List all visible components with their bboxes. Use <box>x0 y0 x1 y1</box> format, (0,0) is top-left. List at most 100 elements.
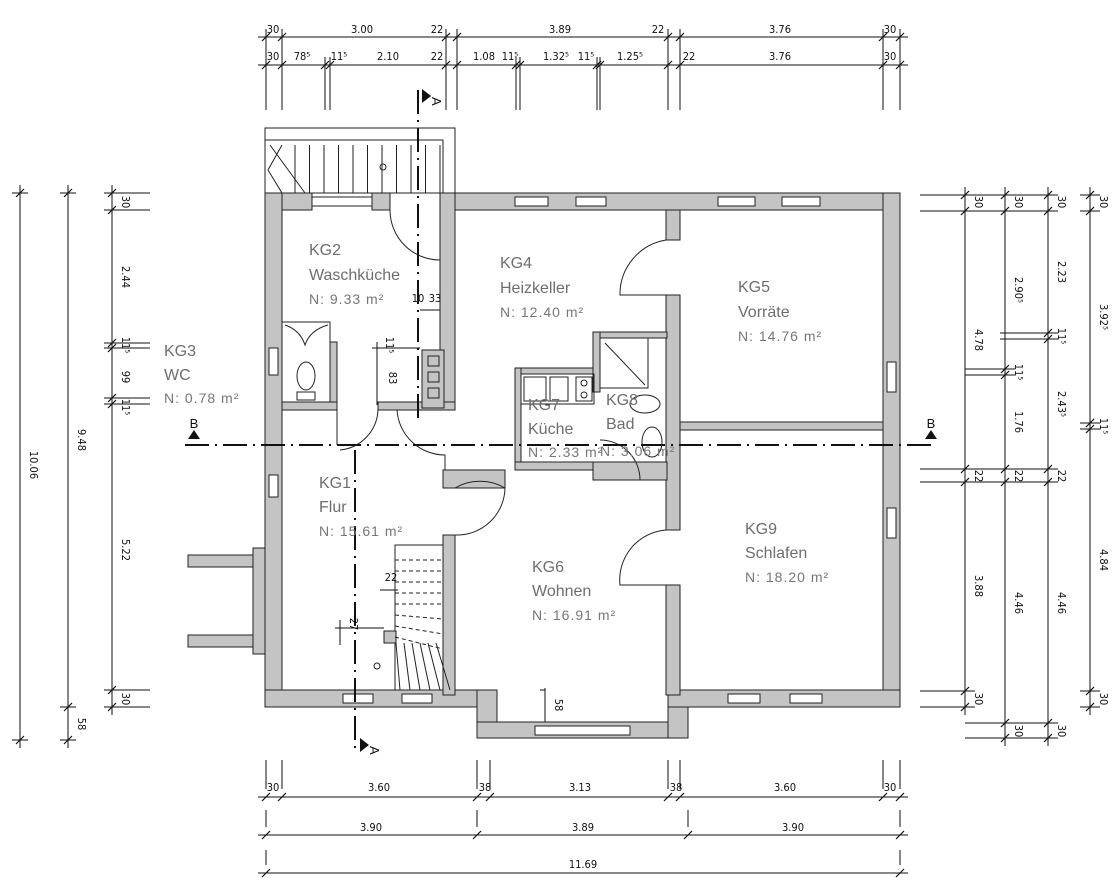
room-name: Küche <box>528 421 573 438</box>
room-name: Flur <box>319 499 347 516</box>
dim-label: 30 <box>884 23 897 36</box>
dimension-tick <box>675 792 685 802</box>
dim-label: 2.23 <box>1055 261 1068 283</box>
room-area: N: 14.76 m² <box>738 328 822 344</box>
dimension-tick <box>485 792 495 802</box>
dim-label: 78⁵ <box>294 50 311 63</box>
section-label-b-right: B <box>927 416 936 431</box>
stair-tread <box>403 642 411 691</box>
dim-label: 22 <box>385 571 398 584</box>
room-id: KG3 <box>164 343 196 360</box>
section-marker-a-bottom <box>360 738 369 752</box>
dim-label: 30 <box>1012 196 1025 209</box>
dim-label: 3.92⁵ <box>1097 304 1110 330</box>
dim-label: 30 <box>1012 725 1025 738</box>
dim-label: 1.08 <box>473 50 495 63</box>
room-id: KG1 <box>319 475 351 492</box>
dim-label: 3.13 <box>569 781 591 794</box>
room-name: Vorräte <box>738 304 790 321</box>
dimension-tick <box>277 792 287 802</box>
room-name: Waschküche <box>309 267 400 284</box>
dim-label: 83 <box>386 372 399 385</box>
dim-label: 30 <box>119 693 132 706</box>
dimension-tick <box>472 792 482 802</box>
interior-stair <box>373 544 451 691</box>
stair-tread <box>395 642 401 691</box>
dim-label: 30 <box>267 23 280 36</box>
dim-label: 2.43⁵ <box>1055 391 1068 417</box>
dim-label: 9.48 <box>75 429 88 451</box>
room-area: N: 9.33 m² <box>309 291 384 307</box>
doors <box>336 209 667 586</box>
room-area: N: 15.61 m² <box>319 523 403 539</box>
dim-label: 38 <box>479 781 492 794</box>
dim-label: 2.90⁵ <box>1012 277 1025 303</box>
stair-tread <box>435 642 451 691</box>
dim-label: 30 <box>1097 693 1110 706</box>
stair-tread <box>394 636 444 650</box>
section-label-a-top: A <box>429 97 444 106</box>
dim-label: 30 <box>1055 725 1068 738</box>
dimension-texts: 30 3.00 22 3.89 22 3.76 30 30 78⁵ 11⁵ 2.… <box>267 23 897 871</box>
dimension-tick <box>261 868 271 878</box>
dimension-tick <box>895 792 905 802</box>
dim-label: 1.32⁵ <box>543 50 569 63</box>
dim-label: 2.44 <box>119 266 132 288</box>
dim-label: 11.69 <box>569 858 597 871</box>
stair-tread <box>411 642 421 691</box>
section-marker-b-left <box>188 430 200 439</box>
dim-label: 11⁵ <box>578 50 595 63</box>
exterior-stair <box>264 127 456 194</box>
stair-tread <box>427 642 441 691</box>
windows <box>268 196 897 736</box>
dim-label: 10.06 <box>27 451 40 479</box>
dim-label: 27 <box>347 618 360 631</box>
room-id: KG2 <box>309 242 341 259</box>
dim-label: 22 <box>1055 470 1068 483</box>
dim-label: 99 <box>119 371 132 384</box>
section-marker-b-right <box>925 430 937 439</box>
section-lines: B B A A <box>185 89 937 755</box>
dim-label: 3.60 <box>774 781 796 794</box>
dim-label: 58 <box>75 718 88 731</box>
dimension-tick <box>261 830 271 840</box>
dim-label: 4.78 <box>972 329 985 351</box>
dim-label: 30 <box>972 693 985 706</box>
dimension-tick <box>878 792 888 802</box>
dim-label: 3.90 <box>360 821 382 834</box>
dim-label: 3.00 <box>351 23 373 36</box>
dimension-tick <box>663 792 673 802</box>
dim-label: 3.90 <box>782 821 804 834</box>
dim-label: 3.76 <box>769 50 791 63</box>
room-area: N: 3.06 m² <box>600 443 675 459</box>
room-area: N: 16.91 m² <box>532 607 616 623</box>
dim-label: 30 <box>1097 196 1110 209</box>
dim-label: 2.10 <box>377 50 399 63</box>
dim-label: 1.25⁵ <box>617 50 643 63</box>
dim-label: 11⁵ <box>119 399 132 416</box>
dim-label: 11⁵ <box>1097 418 1110 435</box>
dim-label: 3.88 <box>972 575 985 597</box>
room-id: KG6 <box>532 559 564 576</box>
dim-label: 38 <box>670 781 683 794</box>
section-label-a-bottom: A <box>367 746 382 755</box>
room-area: N: 12.40 m² <box>500 304 584 320</box>
dim-label: 22 <box>652 23 665 36</box>
room-id: KG4 <box>500 255 532 272</box>
vertical-dimension-texts: 10.06 9.48 58 30 2.44 11⁵ 99 11⁵ 5.22 30 30 4.78 22 3… <box>27 196 1110 738</box>
dim-label: 4.46 <box>1012 592 1025 614</box>
dim-label: 5.22 <box>119 539 132 561</box>
dim-label: 22 <box>431 50 444 63</box>
stair-tread <box>419 642 431 691</box>
dim-label: 11⁵ <box>1012 364 1025 381</box>
dim-label: 30 <box>267 781 280 794</box>
section-label-b-left: B <box>190 416 199 431</box>
dim-label: 30 <box>267 50 280 63</box>
dimension-tick <box>895 868 905 878</box>
